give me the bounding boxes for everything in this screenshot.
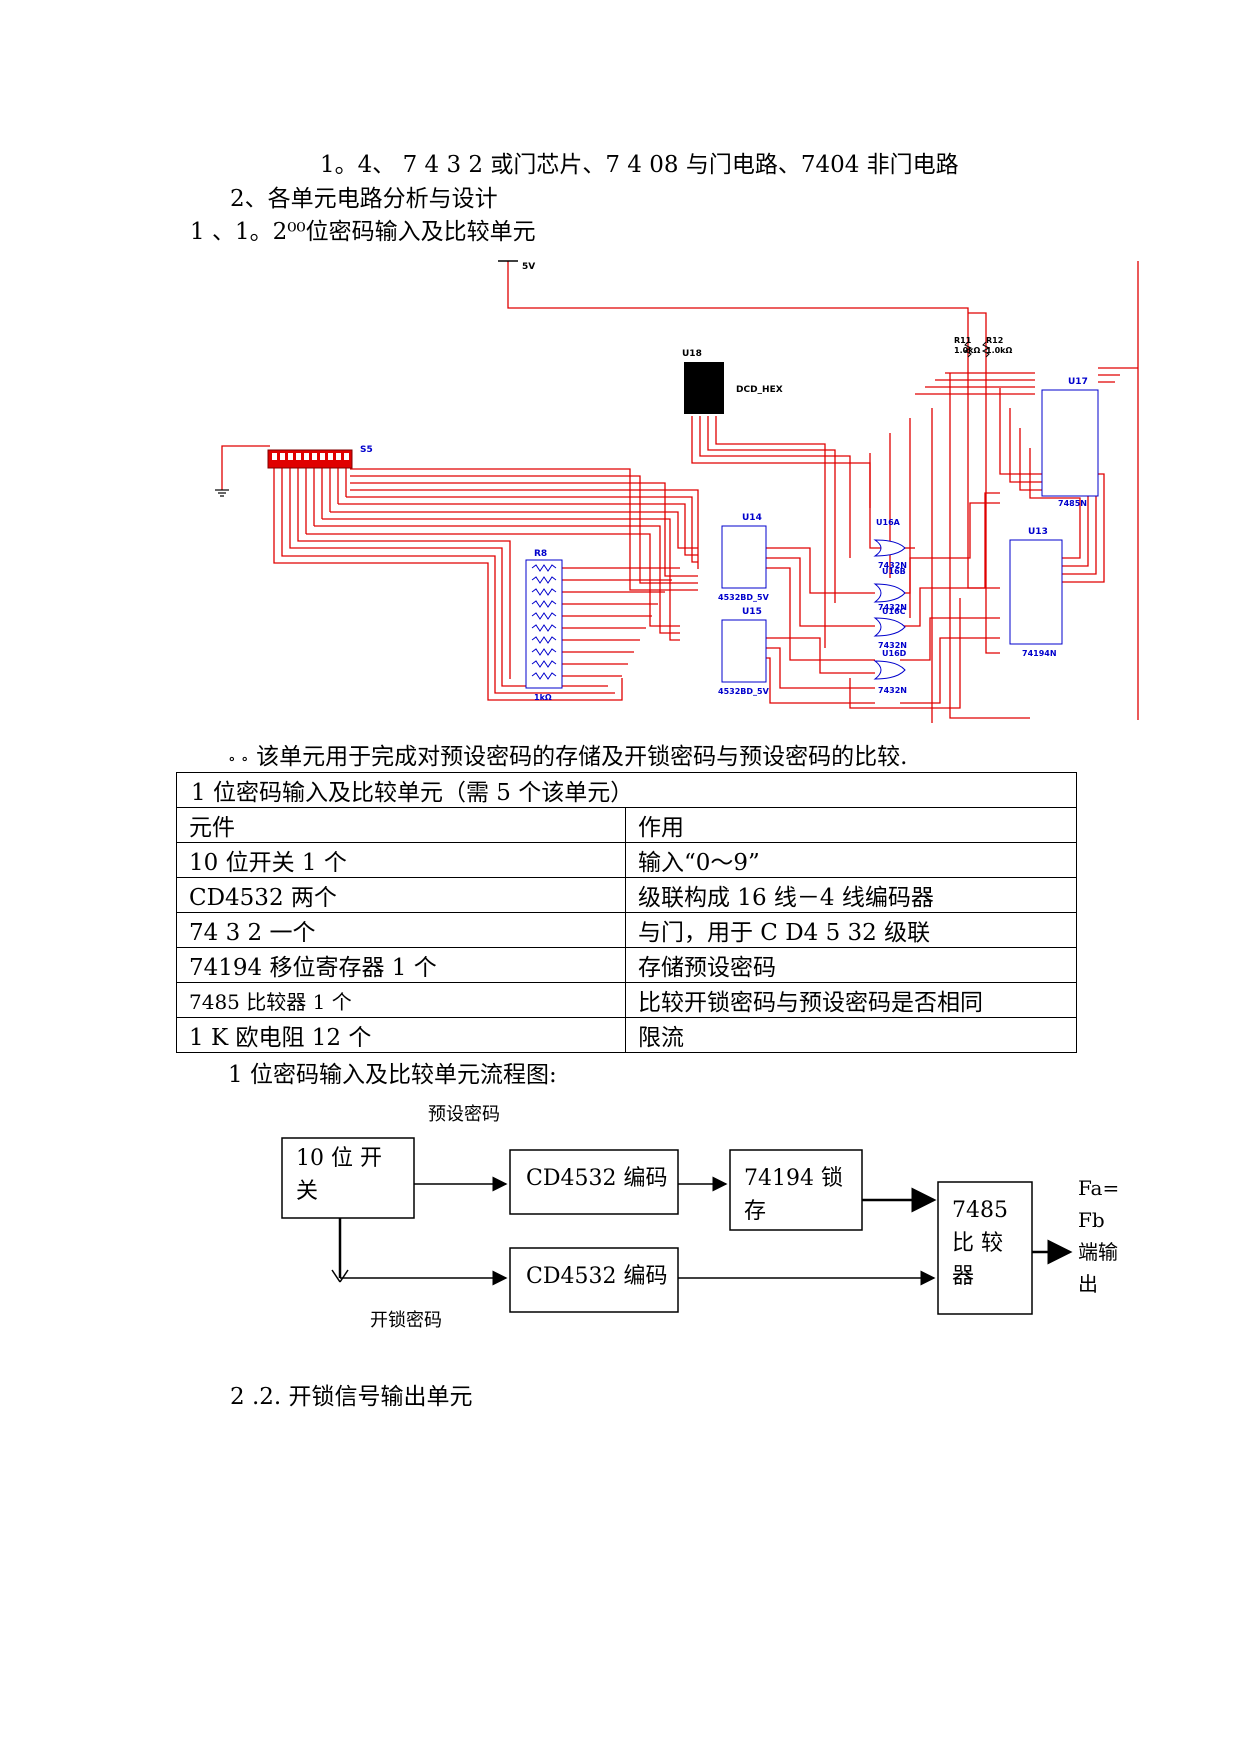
resistors-r11-r12: R11 1.0kΩ R12 1.0kΩ <box>954 336 1012 358</box>
svg-text:U15: U15 <box>742 607 762 617</box>
comparator-text-3: 器 <box>952 1264 975 1289</box>
flowchart: 预设密码 开锁密码 10 位 开 关 CD4532 编码 CD4532 编码 7… <box>270 1098 1150 1358</box>
output-text-1: Fa= <box>1078 1176 1120 1200</box>
svg-text:74194N: 74194N <box>1022 649 1057 658</box>
encoder-top-text: CD4532 编码 <box>526 1166 668 1191</box>
output-text-4: 出 <box>1078 1272 1098 1296</box>
flowchart-heading: 1 位密码输入及比较单元流程图: <box>228 1062 557 1088</box>
text-line-chips: 1。4、 7 4 3 2 或门芯片、7 4 08 与门电路、7404 非门电路 <box>320 152 959 178</box>
cell-function: 与门，用于 C D4 5 32 级联 <box>625 912 1077 948</box>
switch-text-1: 10 位 开 <box>296 1146 382 1171</box>
svg-text:U16B: U16B <box>882 567 906 576</box>
dip-switch-s5: S5 <box>267 445 373 469</box>
table-title-row: 1 位密码输入及比较单元（需 5 个该单元） <box>176 772 1077 808</box>
power-5v-symbol: 5V <box>498 260 535 272</box>
description-text: 该单元用于完成对预设密码的存储及开锁密码与预设密码的比较. <box>256 744 908 770</box>
unit-description: ∘ ∘ 该单元用于完成对预设密码的存储及开锁密码与预设密码的比较. <box>228 742 907 774</box>
table-row: 74 3 2 一个 与门，用于 C D4 5 32 级联 <box>176 912 1077 948</box>
output-text-3: 端输 <box>1078 1240 1118 1264</box>
svg-text:R8: R8 <box>534 549 547 559</box>
svg-text:4532BD_5V: 4532BD_5V <box>718 687 770 696</box>
encoder-u15-4532: U15 4532BD_5V <box>718 607 770 696</box>
box-encoder-top <box>509 1149 679 1215</box>
box-switch <box>281 1137 415 1219</box>
svg-text:1kΩ: 1kΩ <box>534 693 552 702</box>
cell-component: CD4532 两个 <box>176 877 626 913</box>
box-latch <box>729 1149 863 1231</box>
header-component: 元件 <box>176 807 626 843</box>
svg-text:5V: 5V <box>522 262 535 272</box>
cell-function: 输入“0～9” <box>625 842 1077 878</box>
header-function: 作用 <box>625 807 1077 843</box>
or-gate-u16b: U16B 7432N <box>873 567 907 612</box>
encoder-u14-4532: U14 4532BD_5V <box>718 513 770 602</box>
bullet-marks: ∘ ∘ <box>228 749 249 768</box>
svg-text:4532BD_5V: 4532BD_5V <box>718 593 770 602</box>
comparator-u17-7485: U17 7485N <box>1041 377 1099 508</box>
svg-text:S5: S5 <box>360 445 373 455</box>
svg-text:7432N: 7432N <box>878 686 907 695</box>
label-preset-password: 预设密码 <box>428 1104 500 1125</box>
svg-text:7432N: 7432N <box>878 641 907 650</box>
parts-table: 1 位密码输入及比较单元（需 5 个该单元） 元件 作用 10 位开关 1 个 … <box>176 772 1077 1053</box>
comparator-text-1: 7485 <box>952 1198 1008 1223</box>
box-comparator <box>937 1181 1033 1315</box>
latch-text-1: 74194 锁 <box>744 1166 843 1191</box>
resistor-bank-r8: R8 1kΩ <box>525 549 563 702</box>
flowchart-lines <box>281 1137 1073 1315</box>
section-heading-2-2: 2 .2. 开锁信号输出单元 <box>230 1384 473 1410</box>
dcd-hex-display-u18: U18 DCD_HEX <box>682 349 783 414</box>
svg-text:7485N: 7485N <box>1058 499 1087 508</box>
or-gate-u16a: U16A 7432N <box>873 518 907 570</box>
table-title: 1 位密码输入及比较单元（需 5 个该单元） <box>176 772 1077 808</box>
svg-text:7432N: 7432N <box>878 603 907 612</box>
svg-text:DCD_HEX: DCD_HEX <box>736 385 783 395</box>
shift-register-u13-74194: U13 74194N <box>1009 527 1063 658</box>
table-row: 7485 比较器 1 个 比较开锁密码与预设密码是否相同 <box>176 982 1077 1018</box>
or-gate-u16d: U16D 7432N <box>873 649 907 695</box>
ground-symbol <box>215 489 229 497</box>
encoder-bottom-text: CD4532 编码 <box>526 1264 668 1289</box>
box-encoder-bottom <box>509 1247 679 1313</box>
cell-component: 10 位开关 1 个 <box>176 842 626 878</box>
wires <box>221 261 1139 723</box>
circuit-schematic: 5V S5 U18 DCD_HEX R11 1.0kΩ R12 1.0kΩ <box>215 260 1139 723</box>
svg-text:1.0kΩ: 1.0kΩ <box>954 346 980 355</box>
svg-text:U16C: U16C <box>882 607 906 616</box>
svg-text:R11: R11 <box>954 336 972 345</box>
cell-function: 存储预设密码 <box>625 947 1077 983</box>
cell-component: 7485 比较器 1 个 <box>176 982 626 1018</box>
table-row: 10 位开关 1 个 输入“0～9” <box>176 842 1077 878</box>
cell-component: 74194 移位寄存器 1 个 <box>176 947 626 983</box>
cell-component: 74 3 2 一个 <box>176 912 626 948</box>
svg-text:1.0kΩ: 1.0kΩ <box>986 346 1012 355</box>
switch-text-2: 关 <box>296 1179 319 1204</box>
svg-text:R12: R12 <box>986 336 1003 345</box>
label-unlock-password: 开锁密码 <box>370 1310 442 1331</box>
svg-text:U16D: U16D <box>882 649 907 658</box>
cell-function: 比较开锁密码与预设密码是否相同 <box>625 982 1077 1018</box>
svg-text:U18: U18 <box>682 349 702 359</box>
table-row: CD4532 两个 级联构成 16 线－4 线编码器 <box>176 877 1077 913</box>
svg-text:U16A: U16A <box>876 518 901 527</box>
table-header-row: 元件 作用 <box>176 807 1077 843</box>
svg-text:7432N: 7432N <box>878 561 907 570</box>
or-gate-u16c: U16C 7432N <box>873 607 907 650</box>
table-row: 74194 移位寄存器 1 个 存储预设密码 <box>176 947 1077 983</box>
latch-text-2: 存 <box>744 1199 767 1224</box>
svg-text:U14: U14 <box>742 513 762 523</box>
table-row: 1 K 欧电阻 12 个 限流 <box>176 1017 1077 1053</box>
cell-component: 1 K 欧电阻 12 个 <box>176 1017 626 1053</box>
cell-function: 级联构成 16 线－4 线编码器 <box>625 877 1077 913</box>
section-heading-1-1-2: 1 、1。2⁰⁰位密码输入及比较单元 <box>190 219 536 245</box>
cell-function: 限流 <box>625 1017 1077 1053</box>
output-text-2: Fb <box>1078 1208 1105 1232</box>
svg-text:U13: U13 <box>1028 527 1048 537</box>
section-heading-2: 2、各单元电路分析与设计 <box>230 186 498 212</box>
comparator-text-2: 比 较 <box>952 1231 1003 1256</box>
svg-text:U17: U17 <box>1068 377 1088 387</box>
